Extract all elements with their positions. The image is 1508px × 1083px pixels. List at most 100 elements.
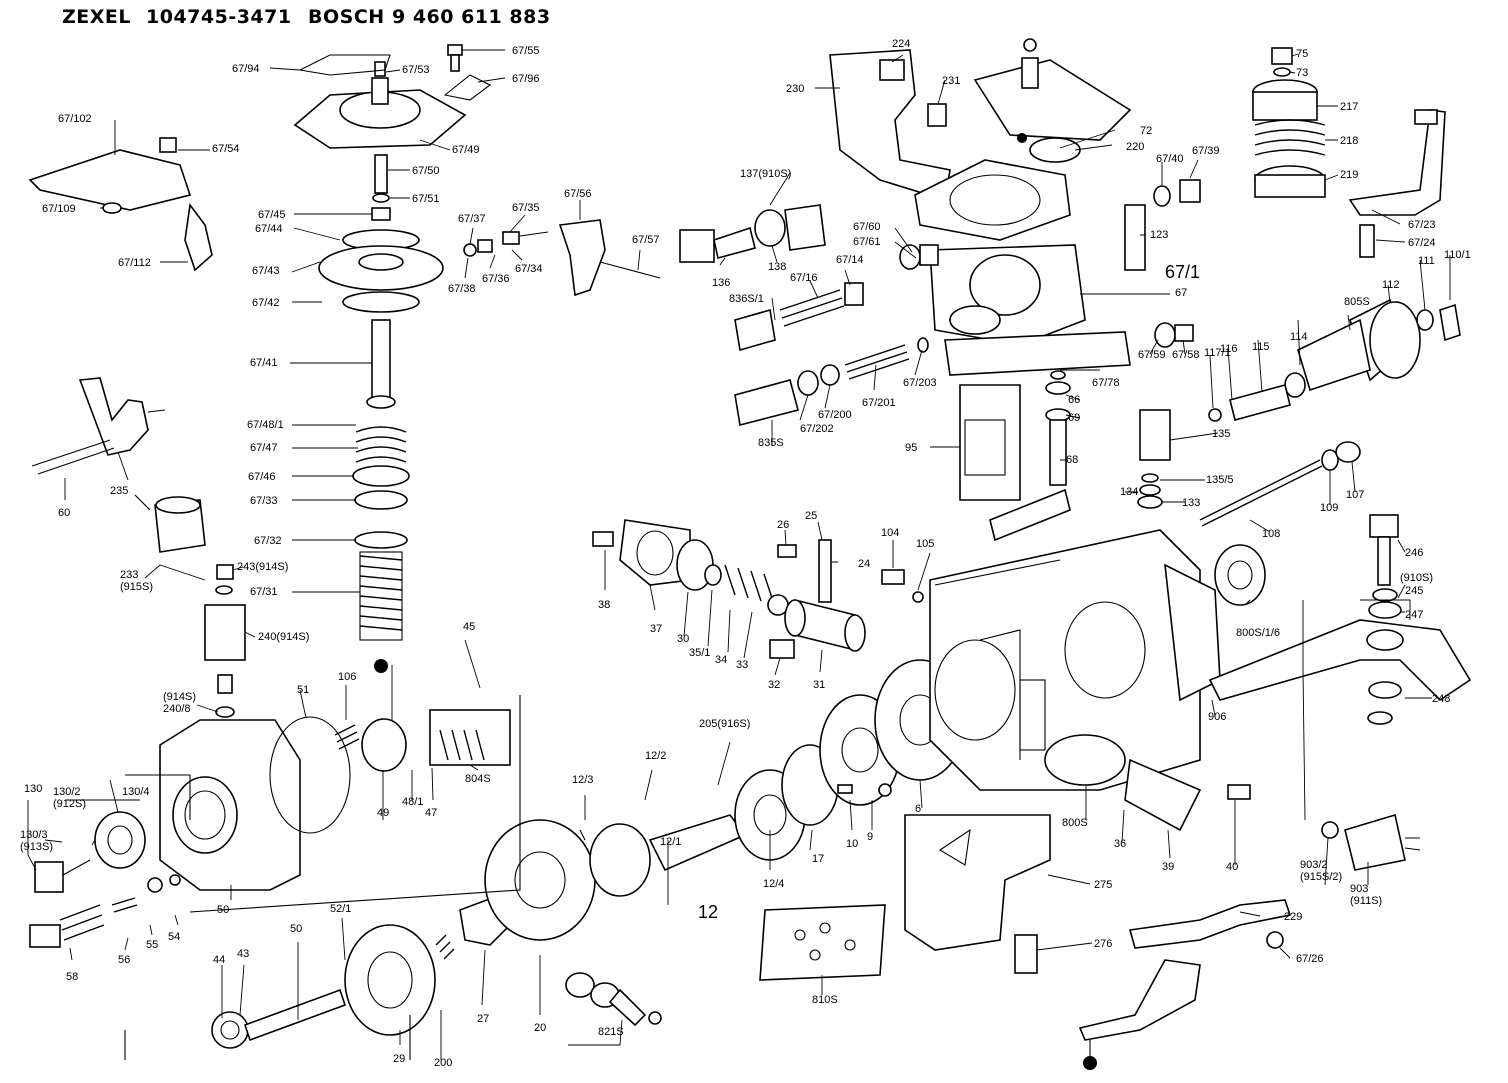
part-label: 75 xyxy=(1296,48,1308,60)
part-label: 230 xyxy=(786,83,804,95)
part-label: 50 xyxy=(290,923,302,935)
part-label: 43 xyxy=(237,948,249,960)
part-label: 67/42 xyxy=(252,297,280,309)
part-label: 69 xyxy=(1068,412,1080,424)
part-label: 39 xyxy=(1162,861,1174,873)
part-label: 12/2 xyxy=(645,750,666,762)
part-label: 67/109 xyxy=(42,203,76,215)
part-label: 67/23 xyxy=(1408,219,1436,231)
part-label: 33 xyxy=(736,659,748,671)
part-label: 25 xyxy=(805,510,817,522)
part-label: 821S xyxy=(598,1026,624,1038)
part-label: 67/49 xyxy=(452,144,480,156)
part-label: 67/201 xyxy=(862,397,896,409)
assembly-12-label: 12 xyxy=(698,902,718,922)
part-label: 229 xyxy=(1284,911,1302,923)
part-label: 137(910S) xyxy=(740,168,791,180)
part-label: 67/60 xyxy=(853,221,881,233)
part-label: 130/2(912S) xyxy=(53,786,86,810)
part-label: 9 xyxy=(867,831,873,843)
part-label: 67/59 xyxy=(1138,349,1166,361)
part-label: 51 xyxy=(297,684,309,696)
part-label: 48/1 xyxy=(402,796,423,808)
part-label: 109 xyxy=(1320,502,1338,514)
part-label: 246 xyxy=(1405,547,1423,559)
part-label: 26 xyxy=(777,519,789,531)
part-label: 20 xyxy=(534,1022,546,1034)
part-label: 58 xyxy=(66,971,78,983)
part-label: 67/43 xyxy=(252,265,280,277)
bosch-part-number: 9 460 611 883 xyxy=(392,6,551,28)
part-label: 67/45 xyxy=(258,209,286,221)
part-label: 224 xyxy=(892,38,910,50)
part-label: 67/16 xyxy=(790,272,818,284)
part-label: 67/31 xyxy=(250,586,278,598)
part-label: 217 xyxy=(1340,101,1358,113)
part-label: 233(915S) xyxy=(120,569,153,593)
part-label: 67 xyxy=(1175,287,1187,299)
part-label: 108 xyxy=(1262,528,1280,540)
part-label: 123 xyxy=(1150,229,1168,241)
part-label: 112 xyxy=(1382,279,1400,291)
part-label: 835S xyxy=(758,437,784,449)
part-label: 276 xyxy=(1094,938,1112,950)
part-label: 67/58 xyxy=(1172,349,1200,361)
part-label: 800S/1/6 xyxy=(1236,627,1280,639)
part-label: 6 xyxy=(915,803,921,815)
part-label: 55 xyxy=(146,939,158,951)
part-label: 36 xyxy=(1114,838,1126,850)
part-label: 111 xyxy=(1418,255,1435,267)
part-label: 243(914S) xyxy=(237,561,288,573)
leader-lines xyxy=(27,49,1451,1060)
part-label: (910S) xyxy=(1400,572,1433,584)
part-label: 218 xyxy=(1340,135,1358,147)
part-label: 67/37 xyxy=(458,213,486,225)
part-label: 220 xyxy=(1126,141,1144,153)
part-label: 67/61 xyxy=(853,236,881,248)
part-label: 235 xyxy=(110,485,128,497)
part-label: 903(911S) xyxy=(1350,883,1382,907)
brand-zexel: ZEXEL xyxy=(62,6,131,28)
part-label: 133 xyxy=(1182,497,1200,509)
part-label: 136 xyxy=(712,277,730,289)
part-label: 200 xyxy=(434,1057,452,1069)
part-label: 40 xyxy=(1226,861,1238,873)
part-label: 31 xyxy=(813,679,825,691)
part-label: 95 xyxy=(905,442,917,454)
part-label: 12/1 xyxy=(660,836,681,848)
part-label: 17 xyxy=(812,853,824,865)
part-label: 245 xyxy=(1405,585,1423,597)
part-label: 804S xyxy=(465,773,491,785)
part-label: 138 xyxy=(768,261,786,273)
part-label: 800S xyxy=(1062,817,1088,829)
part-label: 34 xyxy=(715,654,727,666)
part-label: 67/48/1 xyxy=(247,419,284,431)
part-label: 45 xyxy=(463,621,475,633)
part-label: 47 xyxy=(425,807,437,819)
part-label: 10 xyxy=(846,838,858,850)
assembly-67-1-label: 67/1 xyxy=(1165,262,1200,282)
part-label: 67/40 xyxy=(1156,153,1184,165)
part-label: 130/4 xyxy=(122,786,150,798)
brand-bosch: BOSCH xyxy=(308,6,385,28)
part-label: 67/41 xyxy=(250,357,278,369)
part-label: 12/3 xyxy=(572,774,593,786)
part-label: 32 xyxy=(768,679,780,691)
part-label: 66 xyxy=(1068,394,1080,406)
part-label: 248 xyxy=(1432,693,1450,705)
part-label: 135/5 xyxy=(1206,474,1234,486)
part-label: 67/46 xyxy=(248,471,276,483)
part-label: 106 xyxy=(338,671,356,683)
part-label: 67/96 xyxy=(512,73,540,85)
main-housing-group xyxy=(878,529,1266,974)
part-label: 247 xyxy=(1405,609,1423,621)
part-label: 906 xyxy=(1208,711,1226,723)
part-label: 67/32 xyxy=(254,535,282,547)
part-label: 12/4 xyxy=(763,878,784,890)
part-label: 110/1 xyxy=(1444,249,1471,261)
part-label: 67/102 xyxy=(58,113,92,125)
zexel-part-number: 104745-3471 xyxy=(146,6,292,28)
part-label: 29 xyxy=(393,1053,405,1065)
